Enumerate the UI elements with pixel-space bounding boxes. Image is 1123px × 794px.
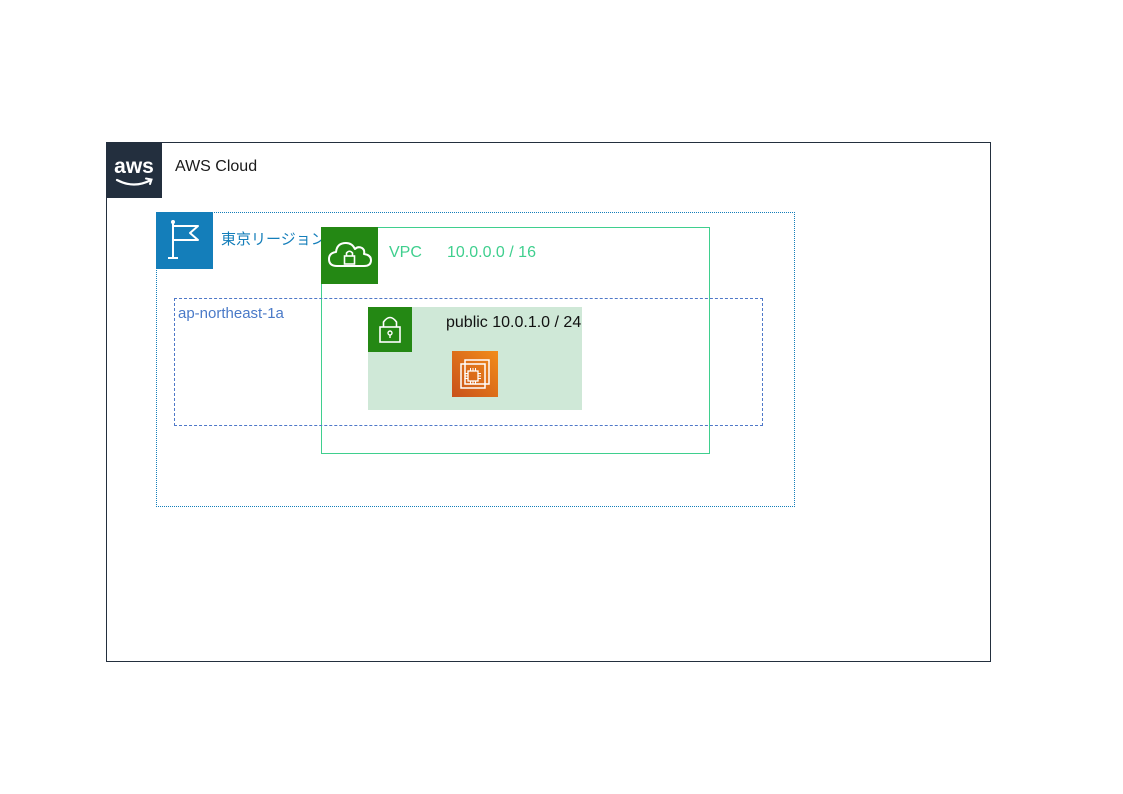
aws-cloud-label: AWS Cloud	[175, 158, 258, 175]
region-group	[156, 212, 795, 507]
availability-zone-label: ap-northeast-1a	[178, 305, 284, 322]
svg-text:aws: aws	[114, 155, 154, 178]
aws-cloud-group	[106, 142, 991, 662]
vpc-cidr: 10.0.0.0 / 16	[447, 244, 536, 261]
vpc-label: VPC	[389, 244, 422, 261]
subnet-label: public 10.0.1.0 / 24	[446, 314, 582, 331]
vpc-cloud-lock-icon	[321, 227, 378, 284]
subnet-lock-icon	[368, 307, 412, 352]
vpc-group	[321, 227, 710, 454]
availability-zone-group	[174, 298, 763, 426]
ec2-instance-icon	[452, 351, 498, 397]
region-label: 東京リージョン	[221, 231, 326, 248]
region-flag-icon	[156, 212, 213, 269]
aws-logo-icon: aws	[106, 142, 162, 198]
